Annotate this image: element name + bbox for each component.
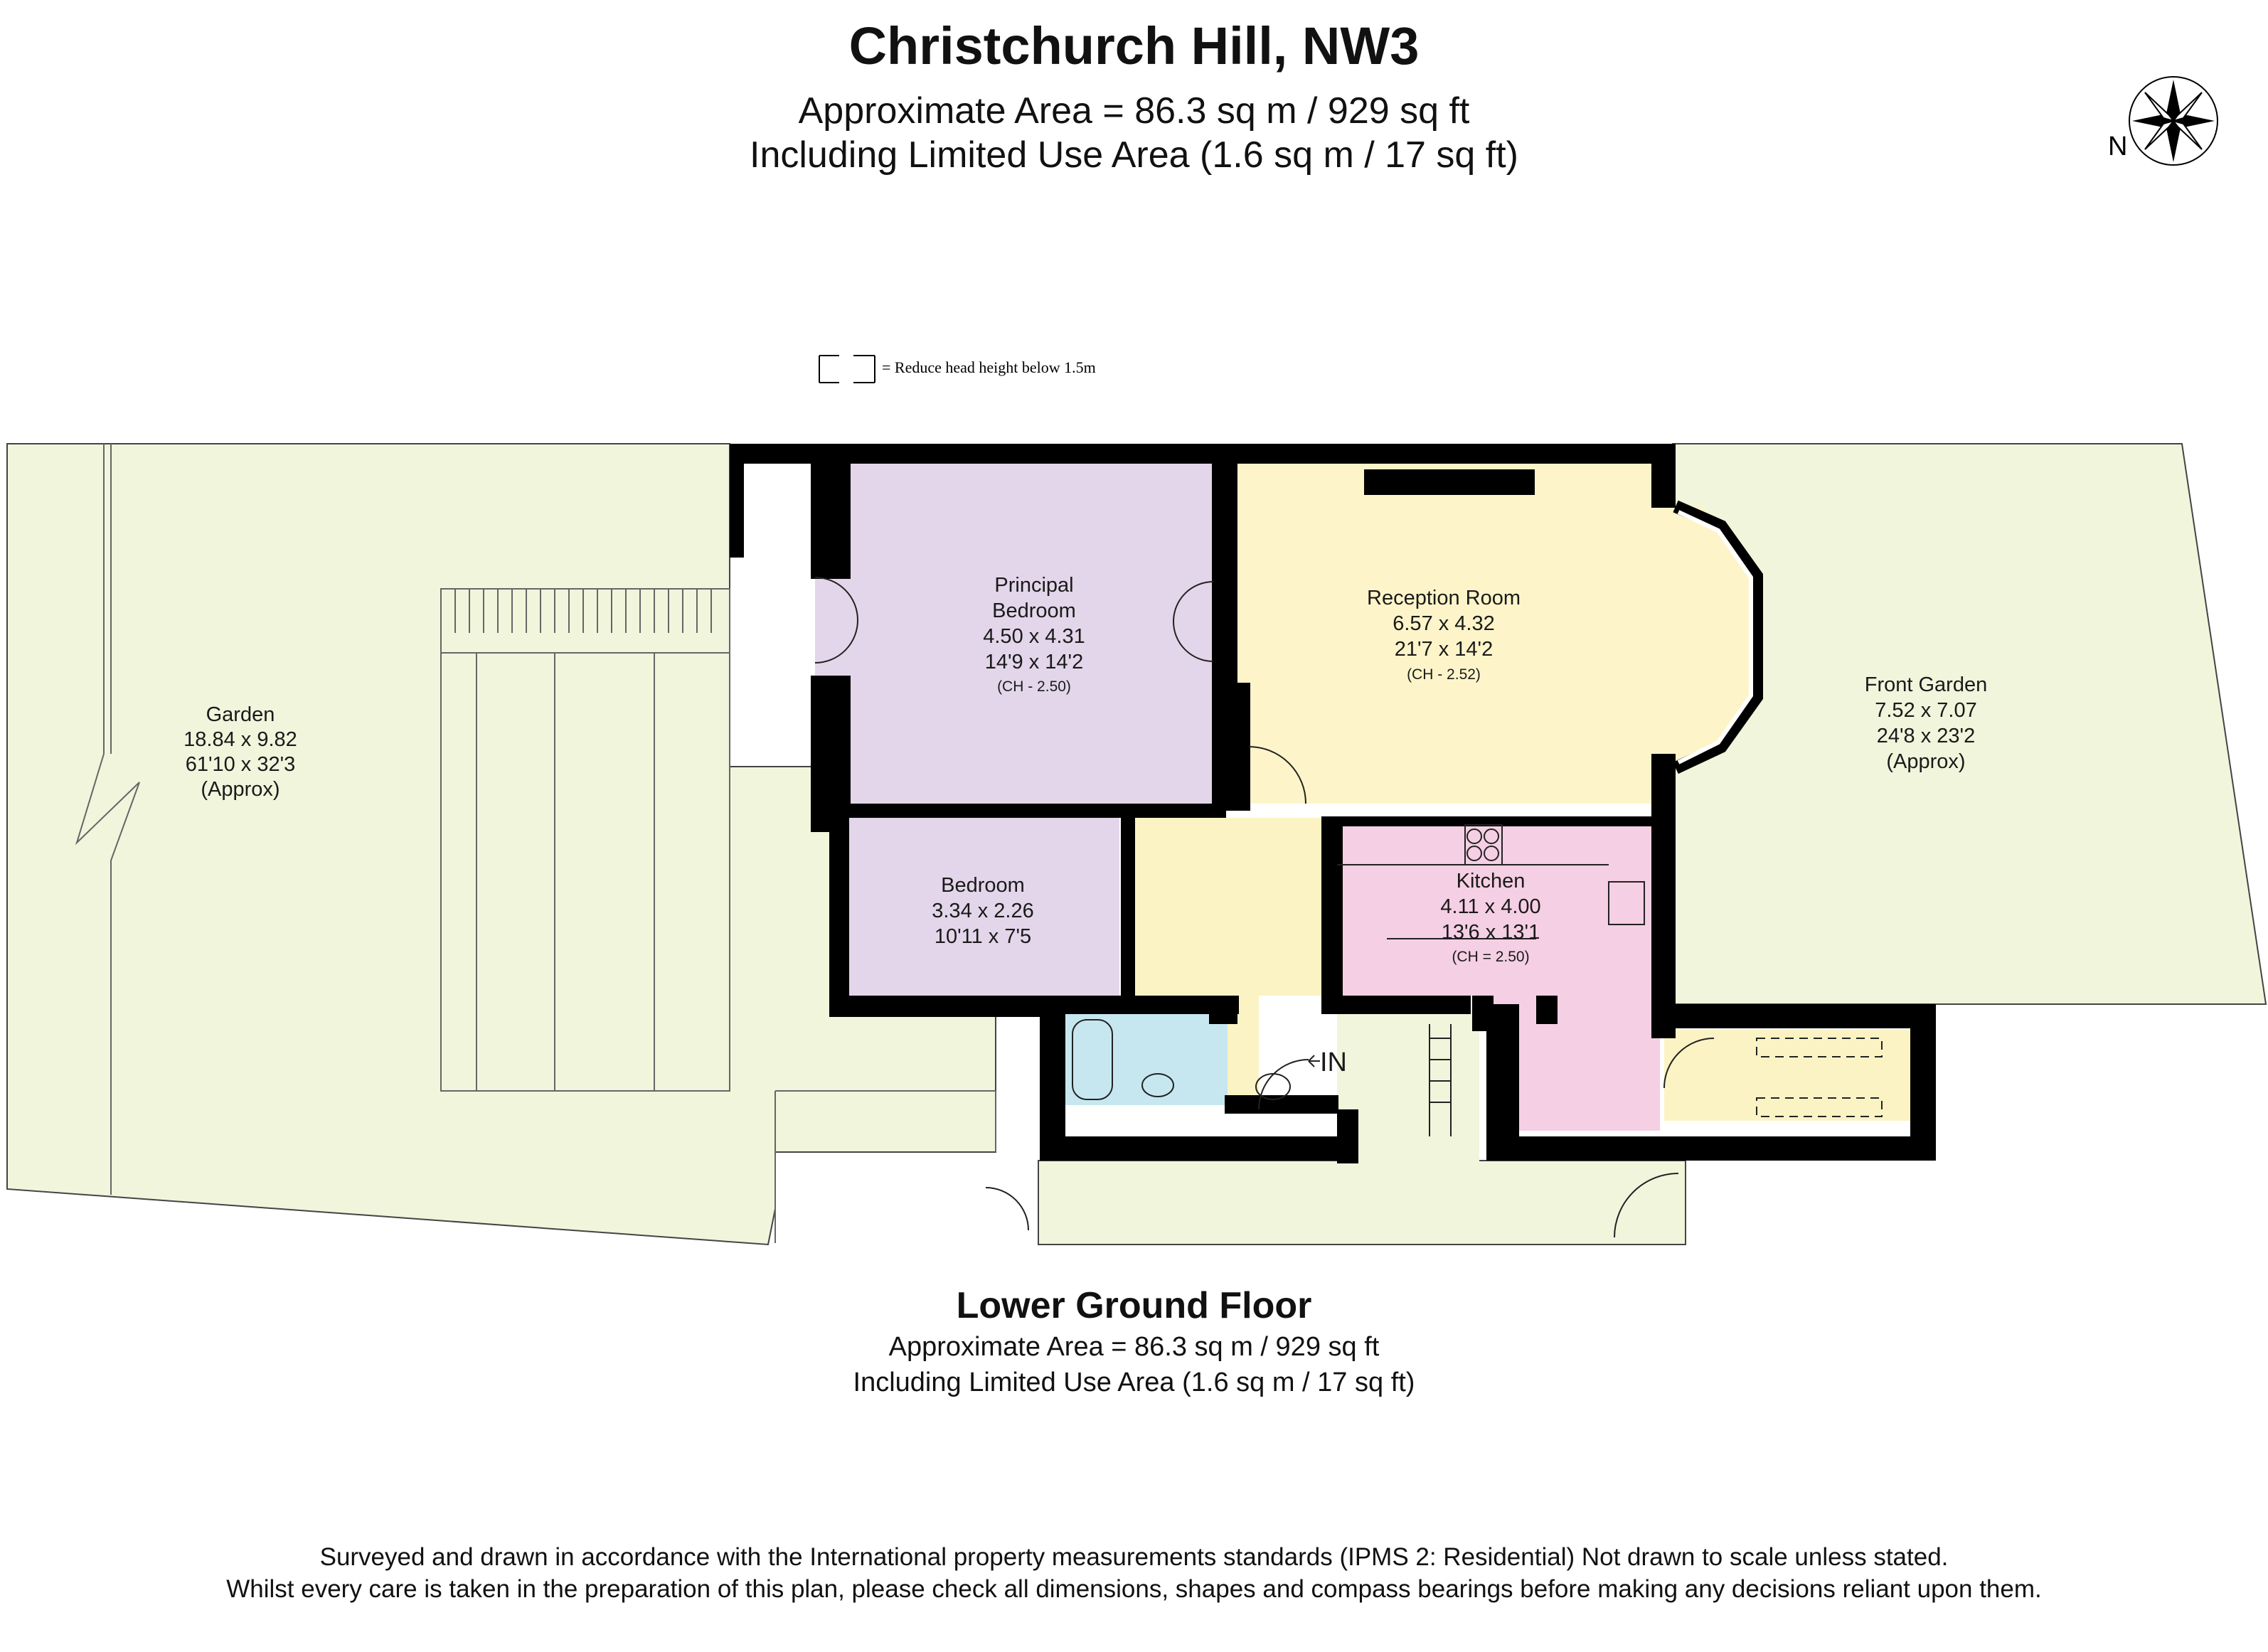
room-label-principal-bedroom: Principal Bedroom 4.50 x 4.31 14'9 x 14'… (983, 574, 1085, 695)
garden-note: (Approx) (201, 778, 279, 801)
kitchen-imperial: 13'6 x 13'1 (1442, 921, 1540, 944)
disclaimer-line-1: Surveyed and drawn in accordance with th… (319, 1543, 1949, 1571)
total-area: Approximate Area = 86.3 sq m / 929 sq ft (798, 90, 1470, 132)
front-garden-metric: 7.52 x 7.07 (1875, 699, 1977, 722)
garden-imperial: 61'10 x 32'3 (186, 753, 296, 776)
principal-bedroom-ceiling: (CH - 2.50) (997, 678, 1071, 695)
bedroom-imperial: 10'11 x 7'5 (935, 925, 1031, 948)
front-garden-imperial: 24'8 x 23'2 (1877, 725, 1975, 747)
reception-room-ceiling: (CH - 2.52) (1407, 666, 1481, 683)
kitchen-area (1337, 818, 1660, 1131)
floor-area: Approximate Area = 86.3 sq m / 929 sq ft (888, 1332, 1380, 1362)
bedroom-name: Bedroom (941, 874, 1025, 897)
garden-details (75, 444, 996, 1243)
room-label-reception-room: Reception Room 6.57 x 4.32 21'7 x 14'2 (… (1367, 587, 1521, 683)
compass-north-label: N (2108, 132, 2127, 161)
reception-room-imperial: 21'7 x 14'2 (1395, 638, 1493, 661)
fittings (814, 577, 1883, 1238)
principal-bedroom-name-line1: Principal (994, 574, 1073, 597)
floor-limited-use-area: Including Limited Use Area (1.6 sq m / 1… (853, 1368, 1415, 1397)
disclaimer-line-2: Whilst every care is taken in the prepar… (226, 1575, 2042, 1603)
front-garden-note: (Approx) (1886, 750, 1965, 773)
front-garden-area (1672, 443, 2267, 1005)
garden-metric: 18.84 x 9.82 (183, 728, 297, 751)
floor-plan: Garden 18.84 x 9.82 61'10 x 32'3 (Approx… (6, 443, 2267, 1246)
legend: = Reduce head height below 1.5m (819, 355, 1096, 383)
walls (730, 444, 1936, 1163)
bathroom-area (1064, 1014, 1228, 1105)
principal-bedroom-metric: 4.50 x 4.31 (983, 625, 1085, 648)
principal-bedroom-area (815, 464, 1213, 809)
room-label-bedroom: Bedroom 3.34 x 2.26 10'11 x 7'5 (932, 874, 1034, 948)
entrance-arrow-icon (1308, 1055, 1320, 1067)
room-label-kitchen: Kitchen 4.11 x 4.00 13'6 x 13'1 (CH = 2.… (1440, 870, 1540, 965)
entrance-label: IN (1320, 1048, 1347, 1077)
kitchen-name: Kitchen (1457, 870, 1526, 892)
kitchen-ceiling: (CH = 2.50) (1452, 949, 1529, 965)
legend-text: = Reduce head height below 1.5m (882, 358, 1096, 376)
floor-name: Lower Ground Floor (956, 1285, 1312, 1326)
dashed-box-icon (819, 355, 875, 383)
room-label-front-garden: Front Garden 7.52 x 7.07 24'8 x 23'2 (Ap… (1865, 673, 1987, 773)
reception-room-metric: 6.57 x 4.32 (1393, 612, 1495, 635)
reception-room-area (1225, 464, 1752, 804)
bedroom-area (846, 818, 1119, 1001)
principal-bedroom-imperial: 14'9 x 14'2 (985, 651, 1083, 673)
bedroom-metric: 3.34 x 2.26 (932, 900, 1034, 922)
store-area (1664, 1030, 1910, 1121)
principal-bedroom-name-line2: Bedroom (992, 599, 1076, 622)
garden-name: Garden (206, 703, 275, 726)
side-garden-area (1038, 1160, 1686, 1245)
compass-rose-icon: N (2108, 76, 2218, 166)
limited-use-area: Including Limited Use Area (1.6 sq m / 1… (750, 134, 1518, 176)
front-garden-name: Front Garden (1865, 673, 1987, 696)
reception-room-name: Reception Room (1367, 587, 1521, 609)
room-label-garden: Garden 18.84 x 9.82 61'10 x 32'3 (Approx… (183, 703, 297, 801)
plan-title: Christchurch Hill, NW3 (848, 16, 1420, 75)
stair-area (1337, 1010, 1479, 1163)
kitchen-metric: 4.11 x 4.00 (1440, 895, 1540, 918)
